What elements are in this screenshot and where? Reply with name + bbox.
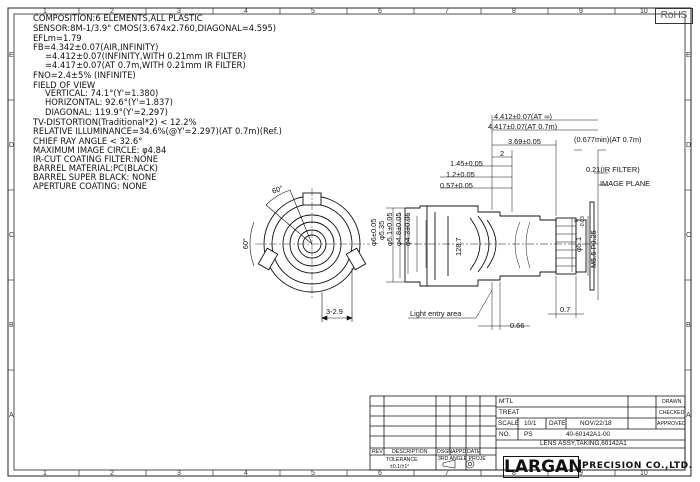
spec-fb-air: FB=4.342±0.07(AIR,INFINITY): [33, 42, 159, 52]
zone-col-7: 7: [445, 8, 449, 15]
tb-title: LENS ASSY,TAKING,60142A1: [540, 440, 627, 447]
dim-145: 1.45±0.05: [450, 159, 483, 168]
tol-minus-003: -0.03: [580, 216, 586, 228]
zone-row-e: E: [9, 52, 14, 59]
largan-logo: LARGAN: [503, 456, 583, 478]
tb-approved: APPROVED: [657, 421, 686, 427]
zone-row-a-right: A: [686, 412, 691, 419]
thread-m55: M5.5 P0.25: [589, 230, 598, 268]
spec-efl: EFLm=1.79: [33, 33, 82, 43]
spec-ir-cut: IR-CUT COATING FILTER:NONE: [33, 154, 159, 164]
tb-scale-label: SCALE: [498, 420, 519, 427]
zone-col-9: 9: [579, 8, 583, 15]
spec-barrel-super-black: BARREL SUPER BLACK: NONE: [33, 172, 157, 182]
zone-col-1: 1: [43, 8, 47, 15]
tb-date-value: NOV/22/18: [580, 420, 612, 427]
dia-43: φ4.3±0.05: [403, 212, 412, 246]
dim-12: 1.2±0.05: [446, 170, 475, 179]
tb-date-label: DATE: [549, 420, 566, 427]
dim-07: 0.7: [560, 305, 571, 314]
spec-composition: COMPOSITION:6 ELEMENTS,ALL PLASTIC: [33, 13, 203, 23]
tol-zero: 0: [574, 219, 580, 222]
zone-col-7-bottom: 7: [445, 470, 449, 477]
zone-col-4: 4: [244, 8, 248, 15]
spec-chief-ray-angle: CHIEF RAY ANGLE < 32.6°: [33, 136, 143, 146]
dim-fb-07m: 4.417±0.07(AT 0.7m): [488, 122, 558, 131]
zone-col-6: 6: [378, 8, 382, 15]
zone-col-2: 2: [110, 8, 114, 15]
dim-ir-filter: 0.21(IR FILTER): [586, 165, 640, 174]
tb-angle-proj: 3RD ANGLE PROJE: [438, 456, 486, 462]
dia-51-thread: φ5.1: [574, 236, 583, 252]
tb-appd: APPD: [452, 449, 467, 455]
zone-col-4-bottom: 4: [244, 470, 248, 477]
label-light-entry: Light entry area: [410, 309, 462, 318]
zone-row-a: A: [9, 412, 14, 419]
spec-fov-horizontal: HORIZONTAL: 92.6°(Y'=1.837): [45, 97, 173, 107]
dim-fb-infinity: 4.412±0.07(AT ∞): [494, 112, 552, 121]
tb-drawn: DRAWN: [662, 399, 682, 405]
tb-date-col: DATE: [467, 449, 481, 455]
spec-aperture-coating: APERTURE COATING: NONE: [33, 181, 147, 191]
tb-scale-value: 10/1: [524, 420, 537, 427]
label-image-plane: IMAGE PLANE: [600, 179, 651, 188]
dim-066: 0.66: [510, 321, 525, 330]
zone-col-6-bottom: 6: [378, 470, 382, 477]
radius-1287: 128.7: [454, 237, 463, 257]
dim-057: 0.57±0.05: [440, 181, 473, 190]
zone-col-8: 8: [512, 8, 516, 15]
zone-col-5: 5: [311, 8, 315, 15]
zone-col-3: 3: [177, 8, 181, 15]
spec-relative-illuminance: RELATIVE ILLUMINANCE=34.6%(@Y'=2.297)(AT…: [33, 126, 282, 136]
spec-fov-title: FIELD OF VIEW: [33, 80, 96, 90]
tb-tolerance: TOLERANCE: [386, 457, 418, 463]
tb-description: DESCRIPTION: [392, 449, 428, 455]
spec-sensor: SENSOR:8M-1/3.9" CMOS(3.674x2.760,DIAGON…: [33, 23, 277, 33]
rohs-badge: RoHS: [655, 8, 693, 24]
zone-row-d: D: [9, 142, 15, 149]
tb-no-label: NO.: [499, 431, 511, 438]
dim-369: 3.69±0.05: [508, 137, 541, 146]
front-angle-left: 60°: [240, 238, 250, 250]
spec-fb-infinity: =4.412±0.07(INFINITY,WITH 0.21mm IR FILT…: [45, 51, 247, 61]
zone-col-10-bottom: 10: [640, 470, 648, 477]
tb-mtl-label: M'TL: [499, 398, 514, 405]
spec-fov-diagonal: DIAGONAL: 119.9°(Y'=2.297): [45, 107, 168, 117]
spec-fno: FNO=2.4±5% (INFINITE): [33, 70, 136, 80]
tb-dsgn: DSGN: [437, 449, 452, 455]
company-name: PRECISION CO.,LTD.: [582, 461, 693, 471]
spec-tv-distortion: TV-DISTORTION(Traditional*2) < 12.2%: [33, 117, 197, 127]
front-dim-bottom: 3-2.9: [326, 307, 343, 316]
dim-0677: (0.677min)(AT 0.7m): [574, 135, 642, 144]
tb-treat-label: TREAT: [499, 409, 520, 416]
zone-col-8-bottom: 8: [512, 470, 516, 477]
zone-col-10: 10: [640, 8, 648, 15]
tb-checked: CHECKED: [659, 410, 685, 416]
dim-2: 2: [500, 149, 505, 158]
zone-col-2-bottom: 2: [110, 470, 114, 477]
tb-no-value: PS: [524, 431, 533, 438]
zone-col-3-bottom: 3: [177, 470, 181, 477]
tb-tolerance-value: ±0.1/±1°: [390, 464, 410, 470]
zone-row-d-right: D: [686, 142, 692, 149]
zone-row-b-right: B: [686, 322, 691, 329]
zone-col-9-bottom: 9: [579, 470, 583, 477]
zone-row-c-right: C: [686, 232, 692, 239]
dia-48: φ4.8±0.05: [394, 212, 403, 246]
zone-row-b: B: [9, 322, 14, 329]
zone-row-c: C: [9, 232, 15, 239]
spec-image-circle: MAXIMUM IMAGE CIRCLE: φ4.84: [33, 145, 167, 155]
spec-fov-vertical: VERTICAL: 74.1°(Y'=1.380): [45, 88, 159, 98]
zone-col-5-bottom: 5: [311, 470, 315, 477]
tb-rev: REV: [372, 449, 383, 455]
zone-col-1-bottom: 1: [43, 470, 47, 477]
spec-fb-07m: =4.417±0.07(AT 0.7m,WITH 0.21mm IR FILTE…: [45, 60, 246, 70]
tb-part-number: 40-60142A1-00: [566, 431, 611, 438]
dia-51: φ5.1±0.05: [385, 212, 394, 246]
spec-barrel-material: BARREL MATERIAL:PC(BLACK): [33, 163, 158, 173]
zone-row-e-right: E: [686, 52, 691, 59]
